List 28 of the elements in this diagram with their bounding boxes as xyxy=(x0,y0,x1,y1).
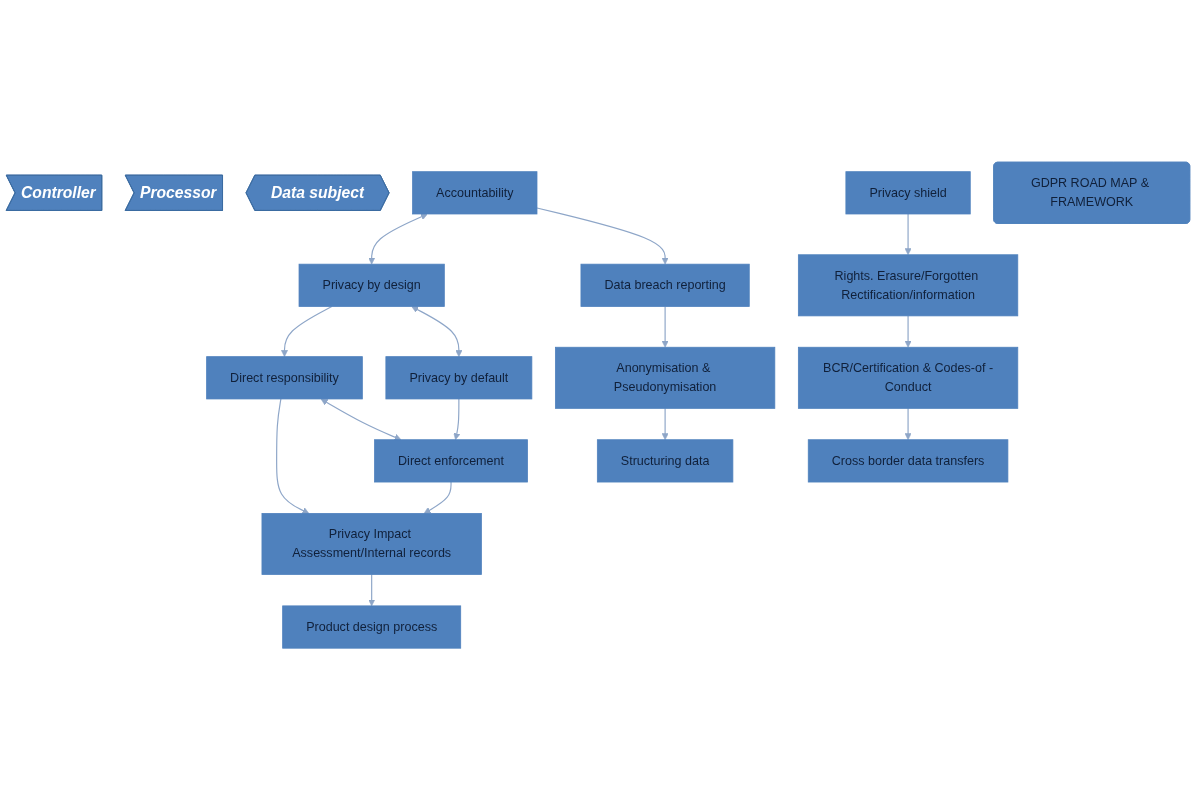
node-box: Direct responsibility xyxy=(206,356,363,400)
node-box: Accountability xyxy=(412,171,538,215)
arrow xyxy=(661,305,669,348)
node-box: Privacy by default xyxy=(385,356,533,400)
arrow xyxy=(453,398,461,440)
arrow xyxy=(536,207,669,265)
node-box: Data breach reporting xyxy=(580,263,750,307)
arrow xyxy=(281,305,333,357)
node-box: Privacy by design xyxy=(298,263,445,307)
node-box: Privacy shield xyxy=(845,171,971,215)
node-box: Structuring data xyxy=(596,439,734,483)
arrow xyxy=(904,407,912,440)
arrow xyxy=(368,573,376,606)
arrow xyxy=(276,398,310,514)
arrow xyxy=(411,306,463,357)
arrow xyxy=(661,407,669,440)
arrow xyxy=(904,315,912,348)
node-box: Rights. Erasure/Forgotten Rectification/information xyxy=(797,254,1019,317)
arrow xyxy=(423,481,452,514)
node-box: Direct enforcement xyxy=(374,439,528,483)
node-box: Anonymisation & Pseudonymisation xyxy=(555,346,776,409)
arrow xyxy=(368,213,428,265)
node-box: Product design process xyxy=(282,605,462,649)
node-box: Privacy Impact Assessment/Internal records xyxy=(261,512,482,575)
node-box: Cross border data transfers xyxy=(807,439,1009,483)
node-box: BCR/Certification & Codes-of -Conduct xyxy=(797,346,1019,409)
arrow xyxy=(904,213,912,255)
arrow xyxy=(320,398,402,441)
